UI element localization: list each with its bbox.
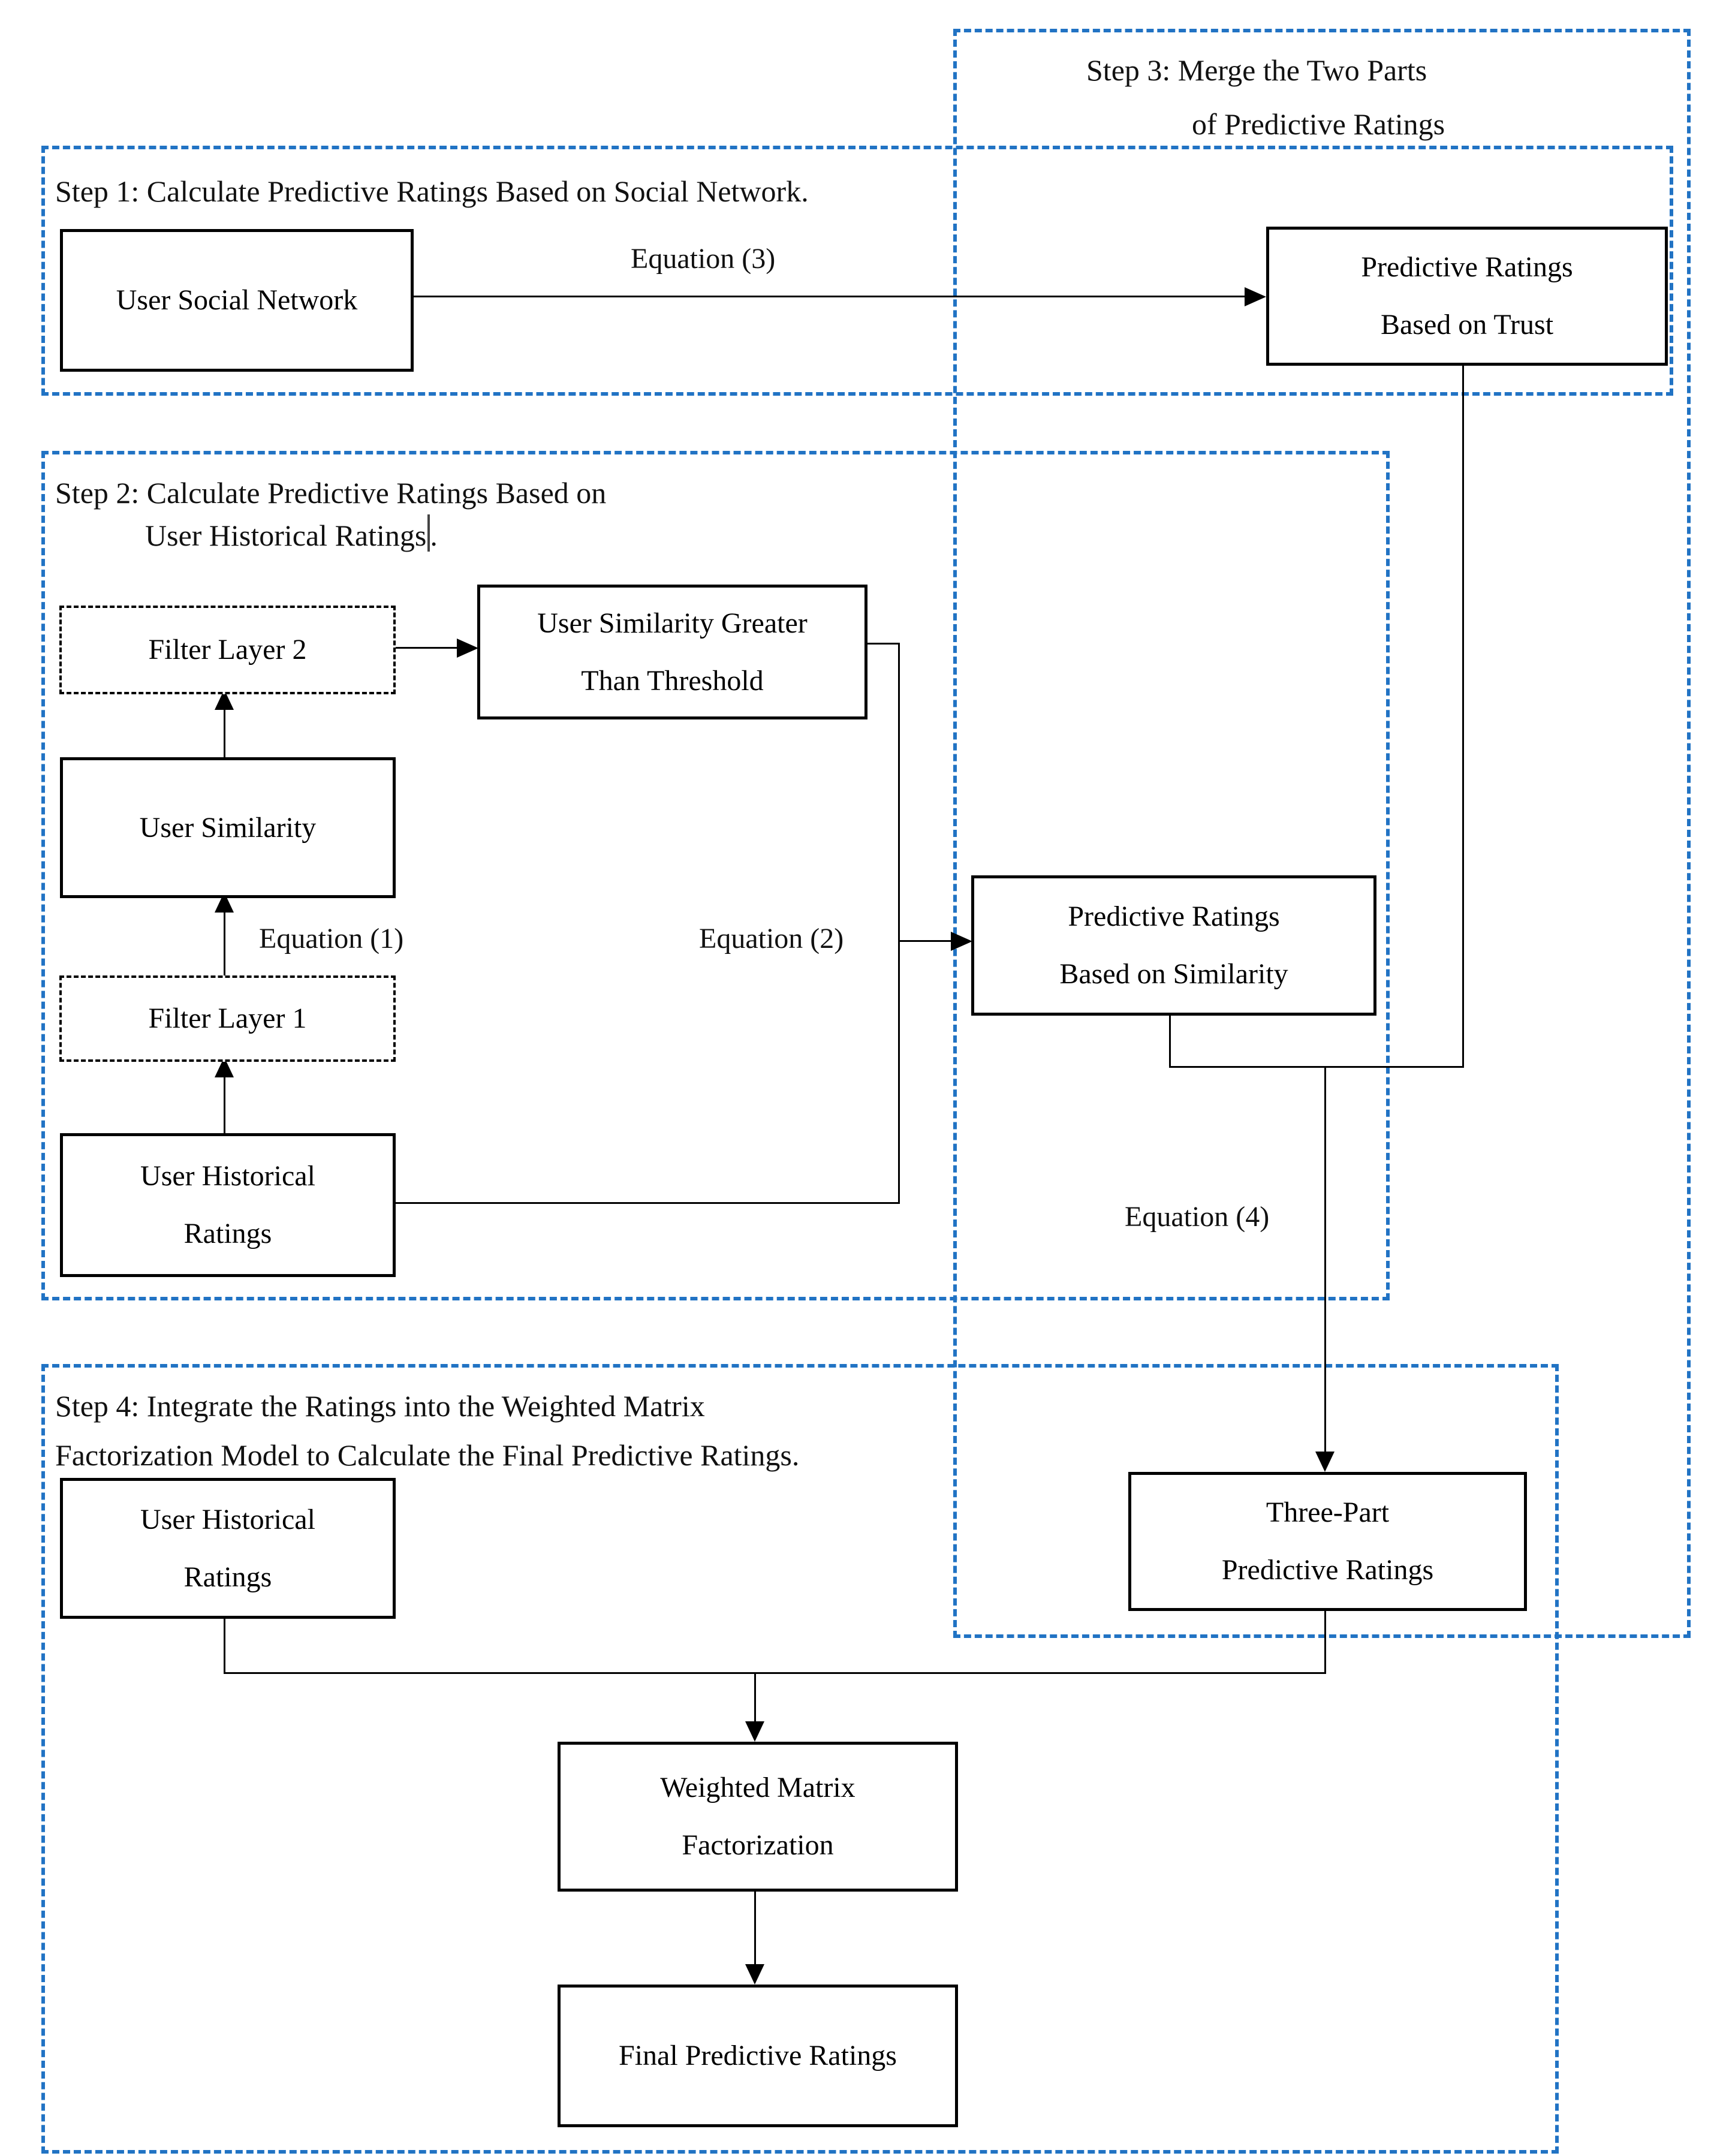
node-label: Filter Layer 1 [148, 1002, 307, 1034]
edge-label-equation-3: Equation (3) [631, 243, 776, 275]
step2-label-line2: User Historical Ratings. [145, 514, 438, 553]
node-label: Predictive Ratings [1361, 251, 1573, 283]
arrowhead-into-predictive-similarity [951, 932, 972, 951]
node-filter-layer-2: Filter Layer 2 [59, 606, 396, 694]
connector-usersim-to-filter2 [224, 710, 225, 757]
connector-merged-to-threepart [1324, 1066, 1326, 1453]
connector-bottom-merge [224, 1672, 1326, 1674]
node-label: Weighted Matrix [660, 1772, 855, 1803]
connector-filter1-to-usersim [224, 913, 225, 975]
step3-label-line2: of Predictive Ratings [1192, 107, 1445, 141]
node-label: User Similarity Greater [537, 607, 808, 639]
step4-frame [41, 1364, 1559, 2154]
step2-label-line2-period: . [430, 519, 438, 552]
node-label: Factorization [682, 1829, 834, 1861]
step2-label-line1: Step 2: Calculate Predictive Ratings Bas… [55, 476, 607, 510]
connector-equation2-arrow-shaft [898, 940, 952, 942]
connector-historical4-down [224, 1613, 225, 1673]
connector-similarity-down [1169, 1010, 1171, 1068]
text-cursor [427, 514, 430, 552]
connector-merge-to-wmf [754, 1672, 756, 1721]
node-label: Filter Layer 2 [148, 634, 307, 666]
node-label: Based on Trust [1380, 309, 1554, 341]
arrowhead-into-wmf [745, 1721, 764, 1742]
connector-equation2-bus [898, 643, 900, 1204]
node-label: User Historical [140, 1503, 315, 1535]
connector-historical-to-filter1 [224, 1077, 225, 1133]
step1-frame [41, 146, 1673, 396]
node-label: Based on Similarity [1059, 958, 1288, 990]
step2-label-line2-text: User Historical Ratings [145, 519, 427, 552]
node-predictive-ratings-trust: Predictive Ratings Based on Trust [1266, 227, 1668, 366]
connector-threshold-right-jog [861, 643, 900, 645]
edge-label-equation-1: Equation (1) [259, 923, 404, 954]
connector-filter2-to-threshold [391, 647, 458, 649]
step4-label-line2: Factorization Model to Calculate the Fin… [55, 1438, 800, 1472]
node-label: Predictive Ratings [1221, 1554, 1434, 1586]
connector-merge-horizontal [1169, 1066, 1464, 1068]
node-user-similarity: User Similarity [60, 757, 396, 898]
node-label: Ratings [183, 1561, 272, 1593]
node-filter-layer-1: Filter Layer 1 [59, 975, 396, 1062]
node-final-predictive-ratings: Final Predictive Ratings [558, 1985, 958, 2127]
node-label: Final Predictive Ratings [619, 2040, 897, 2071]
node-label: Than Threshold [581, 664, 764, 697]
edge-label-equation-4: Equation (4) [1125, 1201, 1270, 1233]
step1-label: Step 1: Calculate Predictive Ratings Bas… [55, 174, 809, 208]
step3-label-line1: Step 3: Merge the Two Parts [1086, 53, 1427, 87]
connector-trust-down [1462, 360, 1464, 1068]
connector-threepart-down [1324, 1605, 1326, 1673]
node-label: User Similarity [139, 811, 317, 844]
node-label: Predictive Ratings [1068, 901, 1280, 932]
connector-wmf-to-final [754, 1886, 756, 1964]
step4-label-line1: Step 4: Integrate the Ratings into the W… [55, 1389, 705, 1423]
node-user-social-network: User Social Network [60, 229, 414, 372]
node-three-part-predictive-ratings: Three-Part Predictive Ratings [1128, 1472, 1527, 1611]
connector-historical-right [390, 1202, 900, 1204]
node-weighted-matrix-factorization: Weighted Matrix Factorization [558, 1742, 958, 1892]
connector-social-to-trust [408, 296, 1246, 297]
node-user-similarity-threshold: User Similarity Greater Than Threshold [477, 585, 867, 719]
node-user-historical-ratings-step4: User Historical Ratings [60, 1478, 396, 1619]
node-label: User Social Network [116, 284, 358, 316]
edge-label-equation-2: Equation (2) [699, 923, 844, 954]
node-user-historical-ratings-step2: User Historical Ratings [60, 1133, 396, 1277]
node-label: Ratings [183, 1218, 272, 1249]
arrowhead-into-final [745, 1964, 764, 1985]
arrowhead-into-trust [1245, 287, 1266, 306]
node-label: User Historical [140, 1160, 315, 1192]
node-predictive-ratings-similarity: Predictive Ratings Based on Similarity [971, 875, 1376, 1016]
arrowhead-into-threepart [1315, 1452, 1335, 1472]
node-label: Three-Part [1266, 1496, 1390, 1528]
step3-frame [953, 29, 1691, 1638]
arrowhead-into-threshold [457, 639, 478, 658]
step2-frame [41, 451, 1390, 1300]
